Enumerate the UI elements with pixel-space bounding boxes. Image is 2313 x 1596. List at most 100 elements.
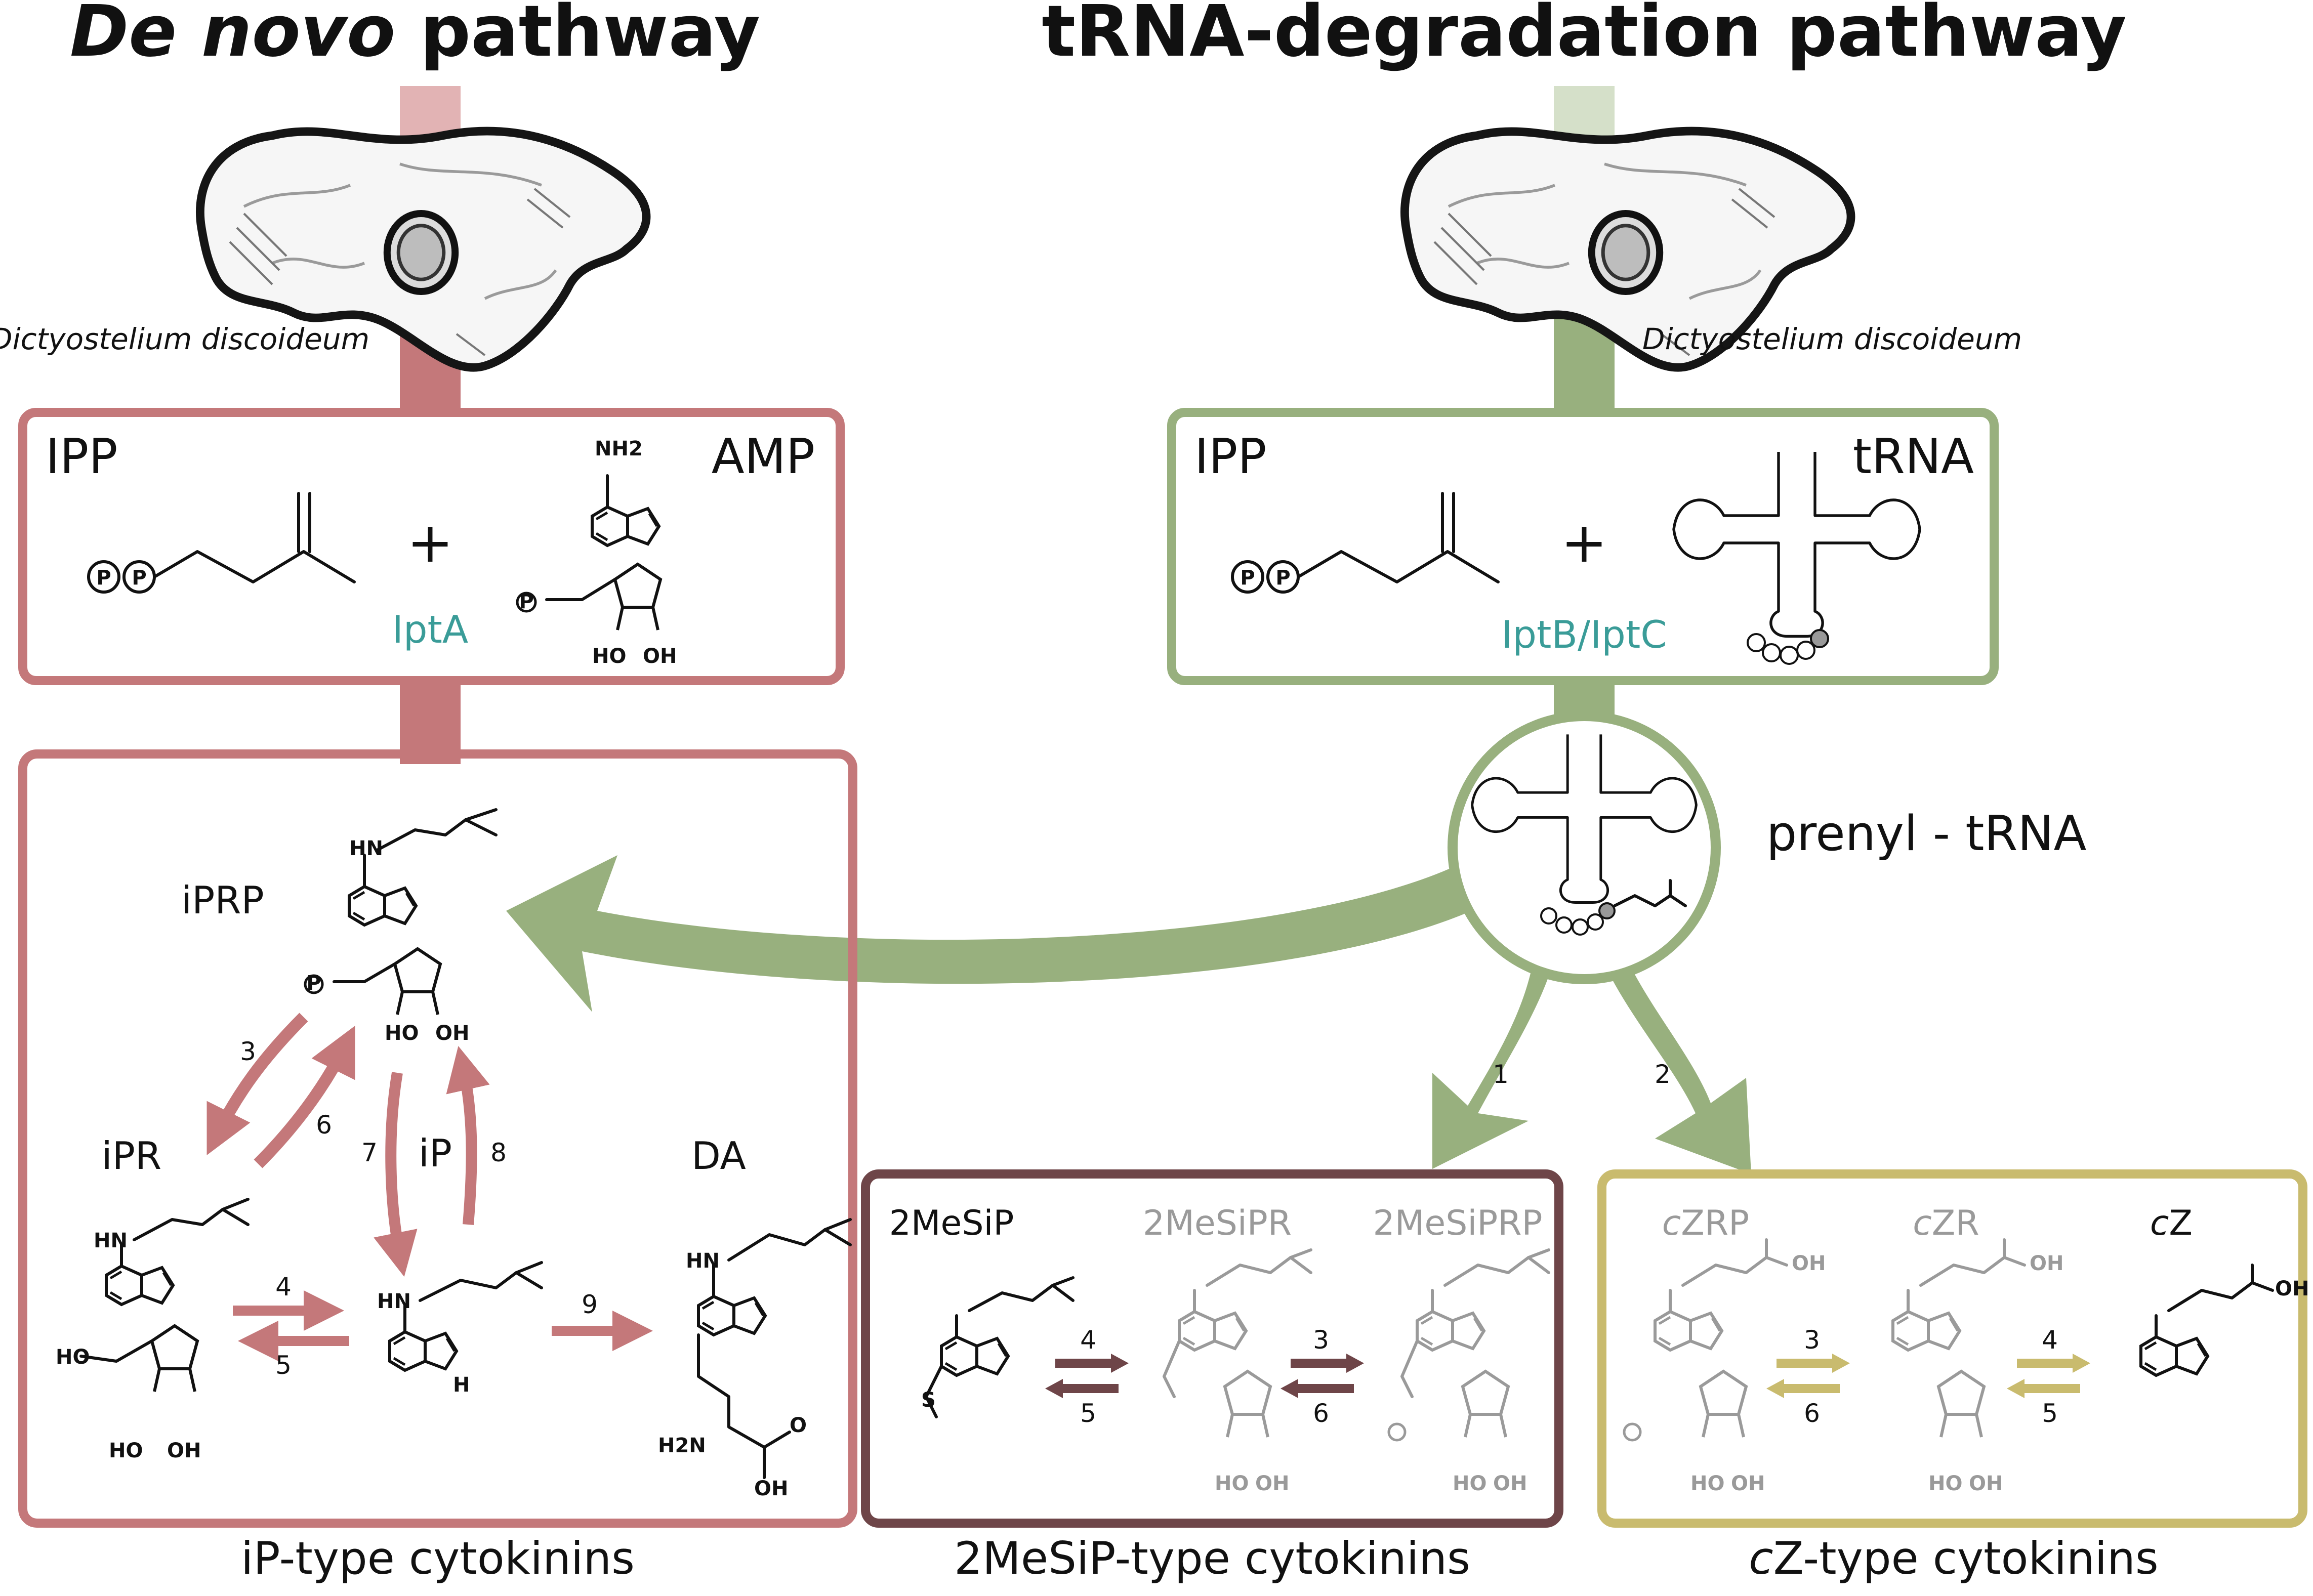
de-novo-amp-label: AMP — [712, 429, 815, 485]
svg-text:HO: HO — [385, 1022, 419, 1045]
svg-text:OH: OH — [1792, 1252, 1826, 1275]
trna-substrate-box — [1167, 408, 1999, 685]
prenyl-trna-group — [506, 711, 1751, 1174]
iprp-molecule: HN P HO OH — [304, 808, 498, 1045]
mesip-step-6: 6 — [1313, 1399, 1329, 1428]
svg-text:S: S — [921, 1389, 936, 1412]
svg-text:OH: OH — [2030, 1252, 2063, 1275]
de-novo-header: De novo pathway — [70, 0, 760, 73]
svg-text:HO: HO — [109, 1439, 143, 1462]
mesip-type-box — [861, 1169, 1563, 1528]
svg-text:P: P — [306, 972, 321, 995]
branch-step-1: 1 — [1493, 1060, 1509, 1089]
svg-text:HO: HO — [56, 1346, 90, 1369]
cz-step-5: 5 — [2042, 1399, 2058, 1428]
branch-step-2: 2 — [1655, 1060, 1671, 1089]
svg-text:HO: HO — [592, 645, 626, 668]
mesip-step-3: 3 — [1313, 1325, 1329, 1355]
svg-text:HN: HN — [377, 1290, 411, 1313]
cz-step-3: 3 — [1804, 1325, 1820, 1355]
ip-label: iP — [419, 1131, 452, 1175]
mesiprp-molecule: HO OH — [1387, 1248, 1550, 1495]
trna-molecule — [1674, 452, 1920, 665]
enzyme-iptb-iptc: IptB/IptC — [1501, 612, 1667, 657]
cz-type-box — [1597, 1169, 2307, 1528]
ip-step-9: 9 — [582, 1290, 598, 1319]
svg-text:OH: OH — [167, 1439, 201, 1462]
svg-text:H2N: H2N — [658, 1434, 706, 1457]
trna-ipp-label: IPP — [1194, 429, 1267, 485]
trna-plus: + — [1561, 510, 1607, 575]
ipp-molecule-right: P P — [1231, 492, 1500, 594]
mesip-2mesiprp-label: 2MeSiPRP — [1373, 1203, 1542, 1243]
svg-text:OH: OH — [1731, 1472, 1765, 1495]
svg-text:HO: HO — [1215, 1472, 1249, 1495]
svg-text:OH: OH — [1969, 1472, 2003, 1495]
mesip-molecule: S — [921, 1276, 1075, 1418]
footer-ip-type: iP-type cytokinins — [241, 1532, 635, 1584]
ip-step-arrows — [206, 1013, 653, 1361]
svg-text:HN: HN — [94, 1229, 128, 1252]
svg-text:OH: OH — [754, 1477, 788, 1500]
svg-text:P: P — [96, 566, 111, 590]
svg-text:NH2: NH2 — [595, 437, 643, 460]
ipp-molecule-left: P P — [87, 492, 356, 594]
organism-left: Dictyostelium discoideum — [0, 322, 369, 356]
svg-text:OH: OH — [643, 645, 677, 668]
enzyme-ipta: IptA — [392, 607, 468, 652]
trna-header: tRNA-degradation pathway — [1042, 0, 2126, 73]
svg-text:P: P — [1240, 566, 1255, 590]
de-novo-substrate-box — [18, 408, 845, 685]
cz-czrp-label: cZRP — [1662, 1203, 1749, 1243]
svg-text:O: O — [790, 1414, 807, 1437]
ip-step-6: 6 — [316, 1110, 332, 1140]
organism-right: Dictyostelium discoideum — [1642, 322, 2022, 356]
de-novo-ipp-label: IPP — [46, 429, 118, 485]
svg-text:HO: HO — [1453, 1472, 1486, 1495]
prenyl-trna-label: prenyl - tRNA — [1766, 806, 2087, 862]
cz-molecule: OH — [2141, 1264, 2309, 1375]
de-novo-stem-light — [400, 86, 461, 137]
trna-stem-light — [1554, 86, 1615, 137]
cz-step-6: 6 — [1804, 1399, 1820, 1428]
trna-trna-label: tRNA — [1853, 429, 1974, 485]
svg-text:H: H — [453, 1373, 470, 1397]
footer-mesip-type: 2MeSiP-type cytokinins — [954, 1532, 1470, 1584]
svg-text:P: P — [519, 590, 533, 613]
iprp-label: iPRP — [181, 878, 264, 922]
svg-text:P: P — [132, 566, 146, 590]
svg-text:HN: HN — [349, 837, 383, 860]
da-molecule: HN O OH H2N — [658, 1218, 852, 1500]
ip-step-4: 4 — [275, 1272, 292, 1301]
ipr-molecule: HN HO HO OH — [56, 1198, 250, 1462]
czr-molecule: OH HO OH — [1893, 1238, 2063, 1495]
prenyl-trna-circle — [1448, 711, 1721, 984]
svg-text:OH: OH — [435, 1022, 469, 1045]
mesip-2mesipr-label: 2MeSiPR — [1143, 1203, 1292, 1243]
svg-text:P: P — [1275, 566, 1290, 590]
svg-text:HO: HO — [1690, 1472, 1724, 1495]
da-label: DA — [691, 1133, 746, 1178]
mesip-step-4: 4 — [1080, 1325, 1096, 1355]
ip-step-5: 5 — [275, 1351, 292, 1380]
mesip-step-5: 5 — [1080, 1399, 1096, 1428]
cz-czr-label: cZR — [1913, 1203, 1979, 1243]
amp-molecule: NH2 P HO OH — [516, 437, 677, 668]
cz-step-arrows — [1766, 1354, 2090, 1398]
mesipr-molecule: HO OH — [1163, 1248, 1312, 1495]
svg-text:OH: OH — [1255, 1472, 1289, 1495]
mesip-2mesip-label: 2MeSiP — [889, 1203, 1014, 1243]
ip-molecule: HN H — [377, 1261, 543, 1397]
mesip-step-arrows — [1045, 1354, 1364, 1398]
ip-step-3: 3 — [240, 1037, 256, 1066]
footer-cz-type: cZ-type cytokinins — [1749, 1532, 2159, 1584]
ip-step-8: 8 — [490, 1138, 507, 1167]
de-novo-plus: + — [407, 510, 453, 575]
ip-step-7: 7 — [361, 1138, 378, 1167]
cz-step-4: 4 — [2042, 1325, 2058, 1355]
svg-text:OH: OH — [1493, 1472, 1527, 1495]
svg-text:HO: HO — [1928, 1472, 1962, 1495]
czrp-molecule: OH HO OH — [1623, 1238, 1826, 1495]
cz-cz-label: cZ — [2150, 1203, 2193, 1243]
